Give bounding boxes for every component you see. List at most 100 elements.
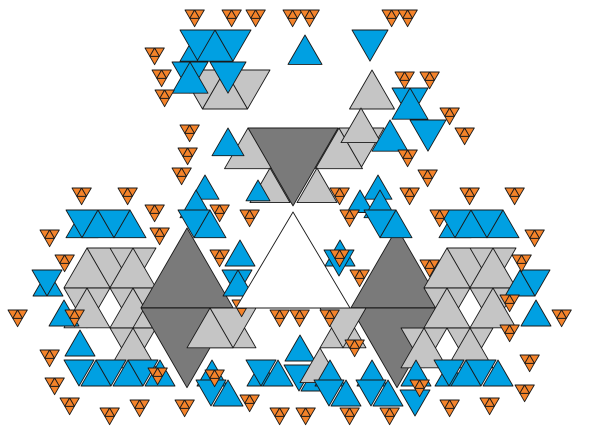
blue-triangle bbox=[519, 269, 551, 297]
blue-triangle bbox=[222, 269, 254, 297]
orange-triangle bbox=[386, 9, 397, 19]
orange-triangle bbox=[402, 9, 413, 19]
orange-triangle bbox=[444, 407, 455, 418]
orange-triangle bbox=[184, 132, 195, 143]
orange-triangle bbox=[64, 397, 75, 407]
orange-triangle bbox=[59, 254, 70, 264]
orange-triangle bbox=[44, 229, 55, 239]
orange-triangle bbox=[402, 157, 413, 168]
orange-triangle bbox=[399, 71, 410, 81]
orange-triangle bbox=[434, 217, 445, 228]
orange-triangle bbox=[214, 204, 225, 214]
blue-triangle bbox=[193, 209, 227, 239]
blue-triangle bbox=[64, 329, 96, 357]
orange-triangle bbox=[44, 349, 55, 359]
blue-triangle bbox=[287, 34, 323, 65]
blue-triangle bbox=[113, 209, 147, 239]
blue-triangle bbox=[372, 379, 404, 407]
blue-triangle bbox=[224, 239, 256, 267]
blue-triangle bbox=[433, 359, 465, 387]
blue-triangle bbox=[284, 334, 316, 362]
orange-triangle bbox=[104, 407, 115, 417]
orange-triangle bbox=[334, 187, 345, 197]
orange-triangle bbox=[384, 407, 395, 417]
orange-triangle bbox=[189, 9, 200, 19]
orange-triangle bbox=[244, 394, 255, 404]
orange-triangle bbox=[44, 357, 55, 368]
orange-triangle bbox=[519, 384, 530, 394]
orange-triangle bbox=[484, 405, 495, 416]
orange-triangle bbox=[384, 415, 395, 426]
orange-triangle bbox=[214, 257, 225, 268]
orange-triangle bbox=[104, 415, 115, 426]
light-gray-triangle bbox=[202, 69, 248, 110]
orange-triangle bbox=[226, 17, 237, 28]
orange-triangle bbox=[274, 407, 285, 417]
orange-triangle bbox=[274, 317, 285, 328]
blue-triangle bbox=[391, 87, 429, 120]
orange-triangle bbox=[244, 402, 255, 413]
orange-triangle bbox=[176, 175, 187, 186]
orange-triangle bbox=[349, 339, 360, 349]
light-gray-triangle bbox=[296, 167, 338, 204]
orange-triangle bbox=[424, 71, 435, 81]
blue-triangle bbox=[313, 379, 345, 407]
orange-triangle bbox=[244, 209, 255, 219]
blue-triangle bbox=[520, 299, 552, 327]
orange-triangle bbox=[122, 187, 133, 197]
orange-triangle bbox=[49, 385, 60, 396]
blue-triangle bbox=[482, 359, 514, 387]
orange-triangle bbox=[156, 69, 167, 79]
orange-triangle bbox=[156, 77, 167, 88]
orange-triangle bbox=[152, 367, 163, 377]
orange-triangle bbox=[76, 187, 87, 197]
center-hole bbox=[235, 211, 351, 309]
orange-triangle bbox=[287, 17, 298, 28]
orange-triangle bbox=[154, 235, 165, 246]
orange-triangle bbox=[189, 17, 200, 28]
orange-triangle bbox=[159, 97, 170, 108]
orange-triangle bbox=[149, 47, 160, 57]
orange-triangle bbox=[344, 415, 355, 426]
orange-triangle bbox=[122, 195, 133, 206]
orange-triangle bbox=[354, 269, 365, 279]
orange-triangle bbox=[134, 399, 145, 409]
blue-triangle bbox=[245, 179, 271, 202]
orange-triangle bbox=[250, 9, 261, 19]
blue-triangle bbox=[262, 359, 294, 387]
blue-triangle bbox=[214, 29, 252, 62]
orange-triangle bbox=[134, 407, 145, 418]
orange-triangle bbox=[422, 169, 433, 179]
blue-triangle bbox=[330, 379, 362, 407]
blue-triangle bbox=[245, 359, 277, 387]
orange-triangle bbox=[444, 107, 455, 117]
orange-triangle bbox=[459, 127, 470, 137]
orange-triangle bbox=[149, 212, 160, 223]
blue-triangle bbox=[465, 359, 497, 387]
blue-triangle bbox=[351, 29, 389, 62]
orange-triangle bbox=[64, 405, 75, 416]
orange-triangle bbox=[556, 309, 567, 319]
blue-triangle bbox=[346, 189, 374, 213]
orange-triangle bbox=[182, 147, 193, 157]
orange-triangle bbox=[304, 17, 315, 28]
orange-triangle bbox=[344, 407, 355, 417]
left-dark-diamond-top bbox=[140, 227, 234, 309]
blue-triangle bbox=[31, 269, 63, 297]
orange-triangle bbox=[504, 324, 515, 334]
orange-triangle bbox=[354, 277, 365, 288]
blue-triangle bbox=[486, 209, 520, 239]
orange-triangle bbox=[524, 354, 535, 364]
orange-triangle bbox=[464, 187, 475, 197]
orange-triangle bbox=[504, 294, 515, 304]
orange-triangle bbox=[434, 209, 445, 219]
orange-triangle bbox=[176, 167, 187, 177]
orange-triangle bbox=[69, 309, 80, 319]
blue-triangle bbox=[399, 389, 431, 417]
orange-triangle bbox=[12, 309, 23, 319]
orange-triangle bbox=[244, 217, 255, 228]
orange-triangle bbox=[179, 399, 190, 409]
orange-triangle bbox=[402, 17, 413, 28]
orange-triangle bbox=[179, 407, 190, 418]
orange-triangle bbox=[184, 124, 195, 134]
